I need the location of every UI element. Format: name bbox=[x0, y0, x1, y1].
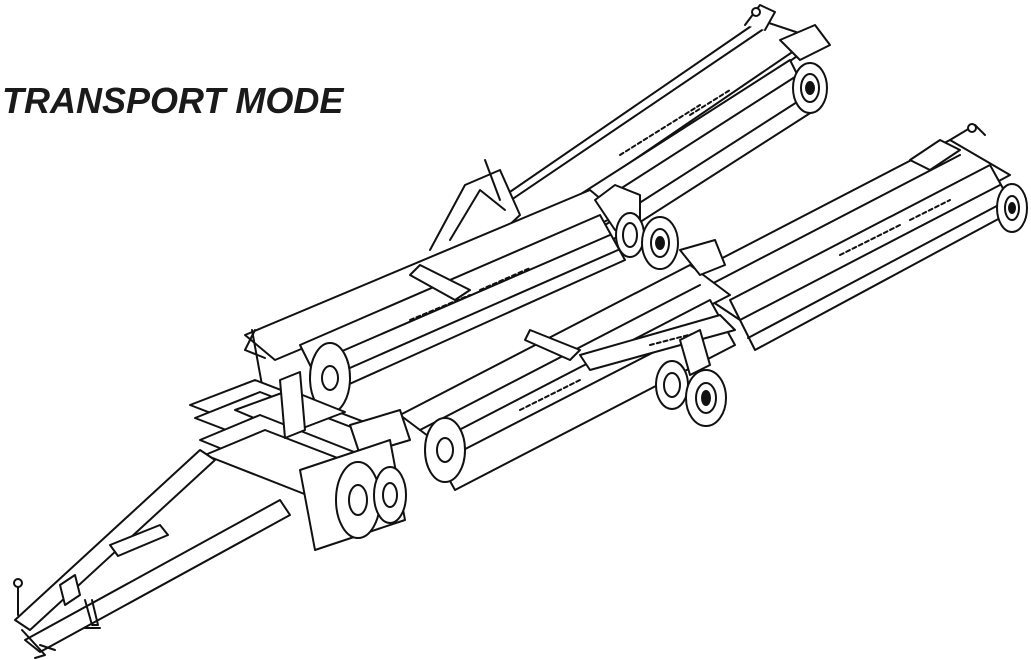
right-roller-section bbox=[680, 124, 1027, 350]
center-left-roller-section bbox=[245, 190, 625, 413]
center-transport-wheels bbox=[595, 185, 678, 269]
hitch-tongue bbox=[14, 450, 290, 658]
page-title: TRANSPORT MODE bbox=[2, 80, 344, 121]
center-right-roller-section bbox=[400, 240, 735, 490]
front-main-frame bbox=[190, 372, 410, 550]
rear-transport-wheels bbox=[656, 330, 726, 426]
